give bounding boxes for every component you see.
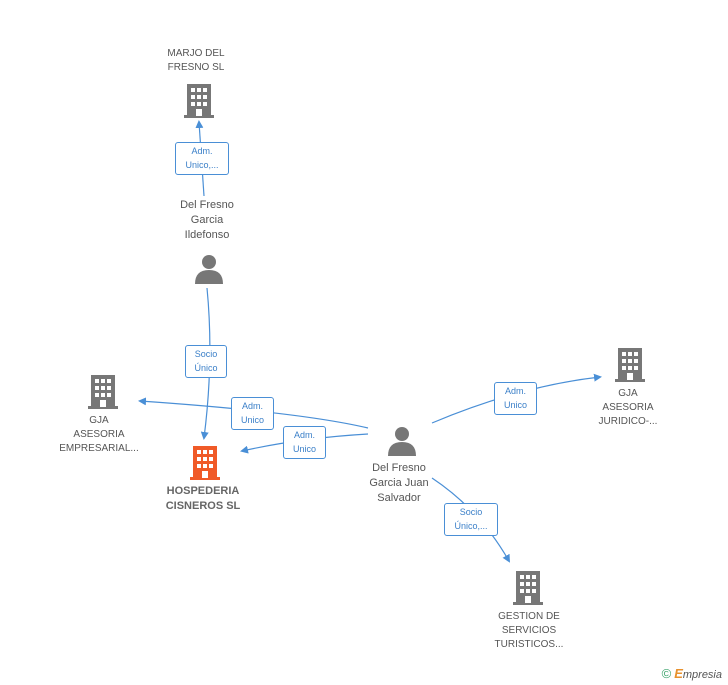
label-line: GJA: [89, 415, 109, 426]
relation-line: Único: [194, 363, 218, 373]
building-icon[interactable]: [513, 571, 543, 605]
node-label-gestion: GESTION DE SERVICIOS TURISTICOS...: [474, 610, 584, 652]
relation-line: Único,...: [454, 521, 488, 531]
edge-juan-gjaempresarial: [138, 397, 369, 429]
relation-box[interactable]: Adm. Unico,...: [175, 142, 229, 175]
label-line: GJA: [618, 388, 638, 399]
label-line: TURISTICOS...: [494, 639, 564, 650]
label-line: Del Fresno: [372, 462, 426, 474]
brand-logo: Empresia: [674, 666, 722, 681]
label-line: Del Fresno: [180, 199, 234, 211]
relation-box[interactable]: Adm. Unico: [231, 397, 274, 430]
relation-line: Adm.: [241, 401, 263, 411]
relation-line: Unico: [503, 400, 527, 410]
node-label-hospederia: HOSPEDERIA CISNEROS SL: [145, 484, 261, 514]
relation-line: Unico: [292, 444, 316, 454]
relation-line: Unico,...: [185, 160, 219, 170]
relation-line: Adm.: [191, 146, 213, 156]
label-line: MARJO DEL: [167, 48, 225, 59]
relation-box[interactable]: Adm. Unico: [283, 426, 326, 459]
building-icon[interactable]: [184, 84, 214, 118]
label-line: Ildefonso: [184, 229, 230, 241]
node-label-ildefonso: Del Fresno Garcia Ildefonso: [157, 198, 257, 243]
relation-line: Adm.: [293, 430, 315, 440]
label-line: FRESNO SL: [167, 62, 225, 73]
person-icon[interactable]: [388, 426, 416, 456]
relation-line: Socio: [459, 507, 483, 517]
building-icon[interactable]: [615, 348, 645, 382]
brand-text: mpresia: [682, 669, 722, 681]
label-line: ASESORIA: [602, 402, 654, 413]
relation-box[interactable]: Socio Único: [185, 345, 227, 378]
relation-line: Socio: [194, 349, 218, 359]
node-label-juan-salvador: Del Fresno Garcia Juan Salvador: [349, 461, 449, 506]
label-line: Salvador: [377, 492, 421, 504]
relation-box[interactable]: Adm. Unico: [494, 382, 537, 415]
label-line: Garcia Juan: [369, 477, 429, 489]
label-line: CISNEROS SL: [165, 500, 241, 512]
relation-line: Unico: [240, 415, 264, 425]
node-label-gja-juridico: GJA ASESORIA JURIDICO-...: [578, 387, 678, 429]
label-line: HOSPEDERIA: [166, 485, 240, 497]
building-icon[interactable]: [88, 375, 118, 409]
building-icon-main[interactable]: [190, 446, 220, 480]
label-line: GESTION DE: [498, 611, 560, 622]
footer-brand: © Empresia: [662, 666, 722, 681]
copyright-icon: ©: [661, 666, 672, 681]
relation-line: Adm.: [504, 386, 526, 396]
node-label-marjo: MARJO DEL FRESNO SL: [146, 47, 246, 75]
node-label-gja-empresarial: GJA ASESORIA EMPRESARIAL...: [44, 414, 154, 456]
label-line: Garcia: [190, 214, 224, 226]
label-line: EMPRESARIAL...: [59, 443, 139, 454]
brand-initial: E: [674, 666, 683, 681]
relation-box[interactable]: Socio Único,...: [444, 503, 498, 536]
label-line: JURIDICO-...: [598, 416, 658, 427]
label-line: SERVICIOS: [501, 625, 557, 636]
person-icon[interactable]: [195, 254, 223, 284]
label-line: ASESORIA: [73, 429, 125, 440]
